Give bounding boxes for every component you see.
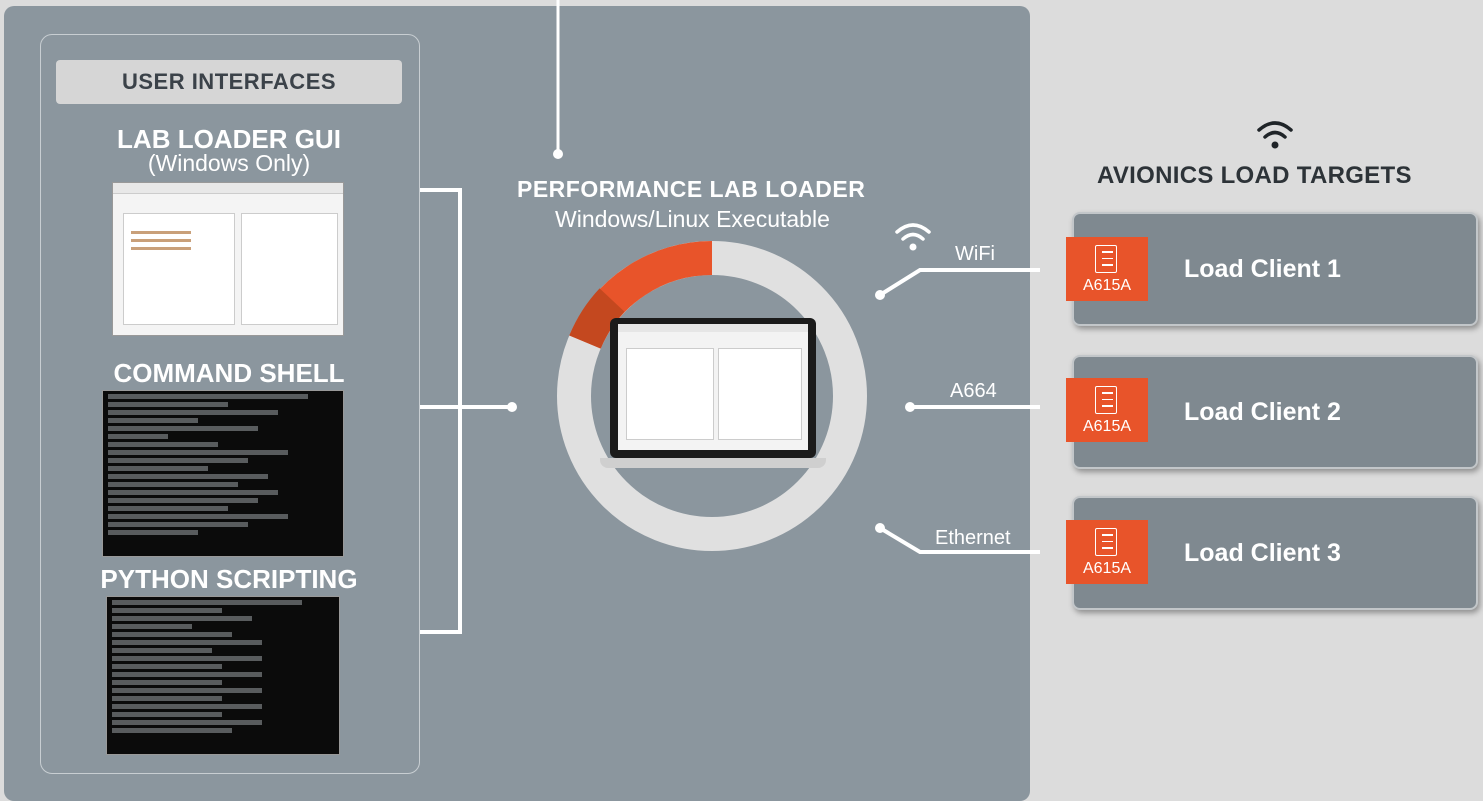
targets-wifi-icon xyxy=(1257,121,1293,149)
client-name: Load Client 2 xyxy=(1184,397,1341,426)
a615a-badge: A615A xyxy=(1066,237,1148,301)
document-icon xyxy=(1095,386,1117,414)
connection-label-a664: A664 xyxy=(950,380,997,402)
laptop-illustration xyxy=(600,318,830,478)
a615a-badge: A615A xyxy=(1066,378,1148,442)
gui-screenshot xyxy=(112,182,344,336)
gui-title: LAB LOADER GUI xyxy=(117,124,341,154)
client-name: Load Client 1 xyxy=(1184,254,1341,283)
document-icon xyxy=(1095,245,1117,273)
wifi-icon xyxy=(895,223,931,251)
python-title: PYTHON SCRIPTING xyxy=(100,564,358,594)
center-title: PERFORMANCE LAB LOADER xyxy=(517,176,866,202)
shell-title: COMMAND SHELL xyxy=(113,358,345,388)
python-scripting-screenshot xyxy=(106,596,340,755)
targets-title: AVIONICS LOAD TARGETS xyxy=(1097,162,1412,189)
gui-subtitle: (Windows Only) xyxy=(147,150,311,176)
user-interfaces-panel xyxy=(40,34,420,774)
command-shell-screenshot xyxy=(102,390,344,557)
connection-label-wifi: WiFi xyxy=(955,243,995,265)
user-interfaces-header: USER INTERFACES xyxy=(56,60,402,104)
connection-label-ethernet: Ethernet xyxy=(935,527,1011,549)
center-subtitle: Windows/Linux Executable xyxy=(555,206,830,232)
document-icon xyxy=(1095,528,1117,556)
client-name: Load Client 3 xyxy=(1184,538,1341,567)
a615a-badge: A615A xyxy=(1066,520,1148,584)
